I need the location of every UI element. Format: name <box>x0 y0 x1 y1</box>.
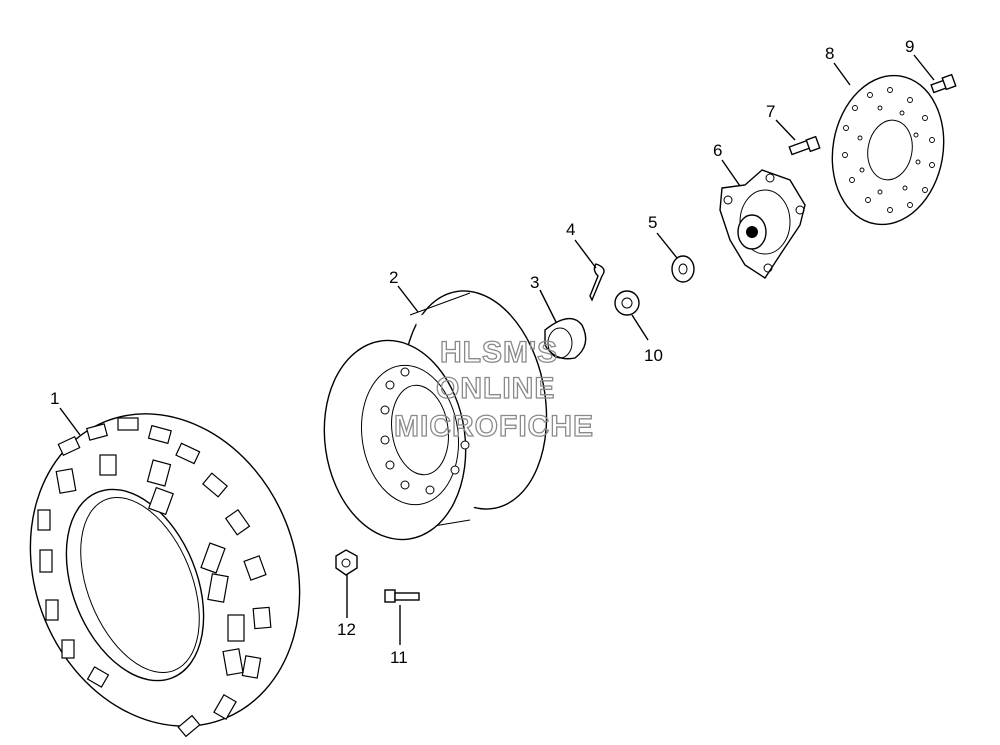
bolt-11-part[interactable] <box>384 589 420 603</box>
tire-part[interactable] <box>0 373 345 745</box>
brake-disc-part[interactable] <box>821 67 955 234</box>
callout-1: 1 <box>50 389 59 408</box>
cotter-pin-part[interactable] <box>589 263 605 302</box>
callout-3: 3 <box>530 273 539 292</box>
callout-6: 6 <box>713 141 722 160</box>
callout-11: 11 <box>390 648 408 667</box>
callout-5: 5 <box>648 213 657 232</box>
watermark-line-3: MICROFICHE <box>394 410 594 443</box>
callout-7: 7 <box>766 102 775 121</box>
watermark: HLSM'S ONLINE MICROFICHE <box>393 335 594 443</box>
rim-part[interactable] <box>312 280 563 549</box>
callout-2: 2 <box>389 268 398 287</box>
bolt-7-part[interactable] <box>788 135 821 156</box>
callout-12: 12 <box>337 620 356 639</box>
callout-8: 8 <box>825 44 834 63</box>
bolt-9-part[interactable] <box>930 73 957 94</box>
callout-4: 4 <box>566 220 575 239</box>
nut-12-part[interactable] <box>335 549 358 576</box>
watermark-line-2: ONLINE <box>436 372 555 405</box>
leader-lines <box>59 54 935 645</box>
cap-part[interactable] <box>544 317 587 360</box>
washer-part[interactable] <box>671 255 695 283</box>
castle-nut-part[interactable] <box>614 290 640 316</box>
callout-10: 10 <box>644 346 663 365</box>
watermark-line-1: HLSM'S <box>440 336 558 369</box>
callout-9: 9 <box>905 37 914 56</box>
hub-part[interactable] <box>719 169 806 279</box>
